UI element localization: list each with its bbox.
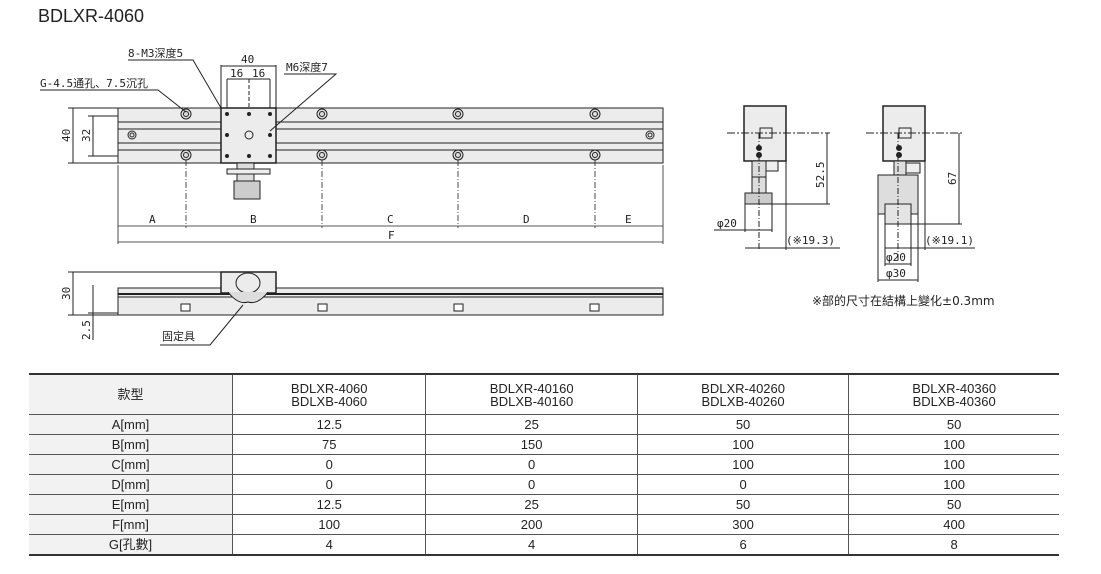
table-cell: 50 [848, 494, 1059, 515]
table-cell: 25 [425, 414, 638, 435]
model-r: BDLXR-40160 [489, 380, 574, 396]
row-label: F[mm] [29, 514, 233, 535]
model-b: BDLXB-4060 [291, 393, 368, 409]
dim-height-30: 30 [60, 287, 73, 300]
dim-width-40: 40 [241, 53, 254, 66]
label-m3-tap: 8-M3深度5 [128, 46, 183, 60]
dim-phi20-b: φ20 [886, 251, 906, 264]
table-cell: 150 [425, 434, 638, 455]
model-b: BDLXB-40260 [701, 393, 785, 409]
dim-F: F [388, 229, 395, 242]
table-cell: 0 [425, 454, 638, 475]
row-label: D[mm] [29, 474, 233, 495]
tolerance-note: ※部的尺寸在結構上變化±0.3mm [812, 294, 995, 308]
row-label: A[mm] [29, 414, 233, 435]
table-cell: 50 [848, 414, 1059, 435]
table-cell: 100 [848, 474, 1059, 495]
dim-52-5: 52.5 [814, 162, 827, 189]
table-cell: 12.5 [231, 494, 427, 515]
row-label: G[孔數] [29, 534, 233, 556]
dim-16-left: 16 [230, 67, 243, 80]
dim-height-32: 32 [80, 129, 93, 142]
table-cell: 8 [848, 534, 1059, 556]
row-label: C[mm] [29, 454, 233, 475]
model-b: BDLXB-40360 [912, 393, 996, 409]
table-cell: 4 [425, 534, 638, 556]
dim-16-right: 16 [252, 67, 265, 80]
header-model: 款型 [29, 373, 233, 415]
table-cell: 100 [848, 454, 1059, 475]
table-cell: 6 [636, 534, 850, 556]
table-cell: 100 [848, 434, 1059, 455]
label-m6-tap: M6深度7 [286, 60, 328, 74]
dim-67: 67 [946, 172, 959, 185]
model-r: BDLXR-40360 [912, 380, 997, 396]
table-cell: 50 [636, 494, 850, 515]
dim-height-2-5: 2.5 [80, 320, 93, 340]
row-label: B[mm] [29, 434, 233, 455]
table-cell: 100 [231, 514, 427, 535]
dim-ref-19-3: (※19.3) [786, 234, 835, 247]
dim-height-40: 40 [60, 129, 73, 142]
table-cell: 4 [231, 534, 427, 556]
dim-phi20-a: φ20 [717, 217, 737, 230]
table-cell: 0 [231, 454, 427, 475]
table-cell: 300 [636, 514, 850, 535]
dim-C: C [387, 213, 394, 226]
model-b: BDLXB-40160 [490, 393, 574, 409]
label-through-holes: G-4.5通孔、7.5沉孔 [40, 77, 148, 90]
dim-phi30: φ30 [886, 267, 906, 280]
table-cell: 75 [231, 434, 427, 455]
label-fixture: 固定具 [162, 329, 195, 343]
dim-A: A [149, 213, 156, 226]
page-title: BDLXR-4060 [38, 6, 145, 26]
table-cell: 0 [636, 474, 850, 495]
table-cell: 50 [636, 414, 850, 435]
table-cell: 200 [425, 514, 638, 535]
model-r: BDLXR-4060 [290, 380, 368, 396]
row-label: E[mm] [29, 494, 233, 515]
dim-ref-19-1: (※19.1) [925, 234, 974, 247]
dim-D: D [523, 213, 530, 226]
table-cell: 0 [425, 474, 638, 495]
top-view-rail [117, 107, 664, 164]
table-cell: 25 [425, 494, 638, 515]
dim-E: E [625, 213, 632, 226]
carriage-top [220, 107, 277, 200]
table-cell: 12.5 [231, 414, 427, 435]
dim-B: B [250, 213, 257, 226]
technical-drawing: 8-M3深度5 G-4.5通孔、7.5沉孔 M6深度7 40 16 16 40 … [40, 46, 975, 346]
table-cell: 400 [848, 514, 1059, 535]
table-cell: 100 [636, 434, 850, 455]
model-r: BDLXR-40260 [701, 380, 785, 396]
table-cell: 0 [231, 474, 427, 495]
table-cell: 100 [636, 454, 850, 475]
